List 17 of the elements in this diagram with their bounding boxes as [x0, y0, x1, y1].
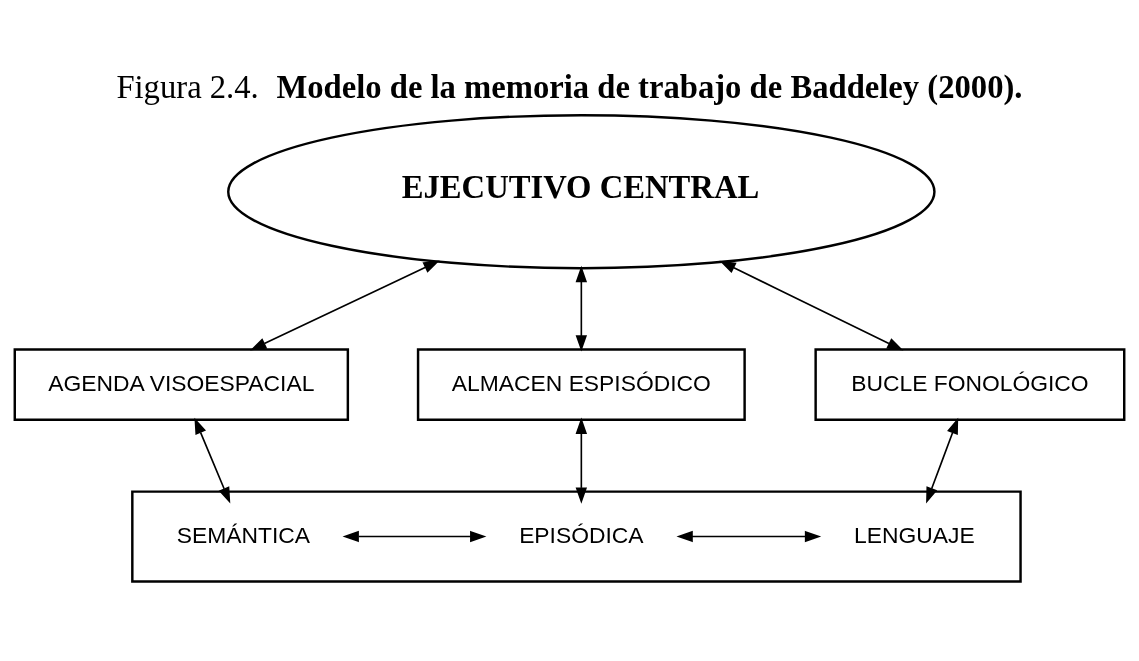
arrow	[575, 417, 588, 504]
arrow	[676, 530, 822, 543]
node-box: BUCLE FONOLÓGICO	[814, 348, 1126, 421]
arrow	[194, 417, 231, 504]
diagram-title: Figura 2.4. Modelo de la memoria de trabajo de Baddeley (2000).	[116, 68, 1023, 105]
cluster	[131, 490, 1022, 583]
node-text: LENGUAJE	[854, 521, 975, 548]
arrow	[719, 260, 904, 351]
node-text: EPISÓDICA	[519, 521, 644, 548]
arrow	[342, 530, 487, 543]
arrow	[250, 260, 440, 351]
arrow	[575, 265, 588, 352]
node-text: SEMÁNTICA	[176, 521, 310, 548]
node-box: ALMACEN ESPISÓDICO	[416, 348, 746, 421]
arrow	[926, 417, 959, 504]
node-ellipse: EJECUTIVO CENTRAL	[227, 114, 936, 270]
node-box: AGENDA VISOESPACIAL	[13, 348, 350, 421]
